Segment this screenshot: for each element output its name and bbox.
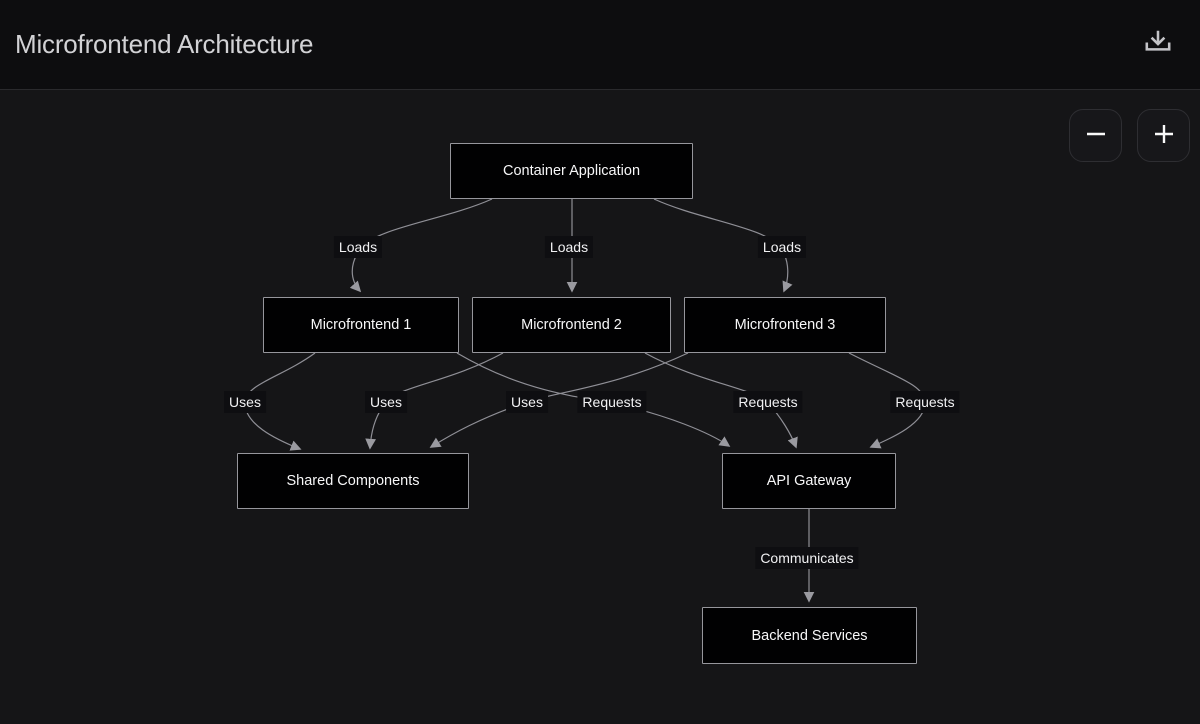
- node-shared-components: Shared Components: [237, 453, 469, 509]
- node-microfrontend-2: Microfrontend 2: [472, 297, 671, 353]
- download-button[interactable]: [1138, 25, 1178, 65]
- minus-icon: [1082, 120, 1110, 151]
- edge-label-uses-3: Uses: [506, 391, 548, 413]
- diagram-canvas[interactable]: Loads Loads Loads Uses Uses Uses Request…: [0, 90, 1200, 724]
- page-title: Microfrontend Architecture: [15, 29, 314, 59]
- node-backend-services: Backend Services: [702, 607, 917, 664]
- edge-label-loads-2: Loads: [544, 236, 594, 258]
- edge-label-requests-2: Requests: [733, 391, 803, 413]
- edge-label-uses-1: Uses: [224, 391, 266, 413]
- edge-label-requests-1: Requests: [577, 391, 647, 413]
- edge-label-requests-3: Requests: [890, 391, 960, 413]
- edge-label-loads-1: Loads: [333, 236, 383, 258]
- zoom-in-button[interactable]: [1137, 109, 1190, 162]
- node-microfrontend-3: Microfrontend 3: [684, 297, 886, 353]
- edge-label-communicates: Communicates: [755, 547, 859, 569]
- node-container-application: Container Application: [450, 143, 693, 199]
- app-header: Microfrontend Architecture: [0, 0, 1200, 90]
- node-api-gateway: API Gateway: [722, 453, 896, 509]
- plus-icon: [1150, 120, 1178, 151]
- download-icon: [1142, 27, 1174, 62]
- edge-mf3-shared: [429, 352, 689, 448]
- node-microfrontend-1: Microfrontend 1: [263, 297, 459, 353]
- edge-label-uses-2: Uses: [365, 391, 407, 413]
- edge-label-loads-3: Loads: [757, 236, 807, 258]
- zoom-out-button[interactable]: [1069, 109, 1122, 162]
